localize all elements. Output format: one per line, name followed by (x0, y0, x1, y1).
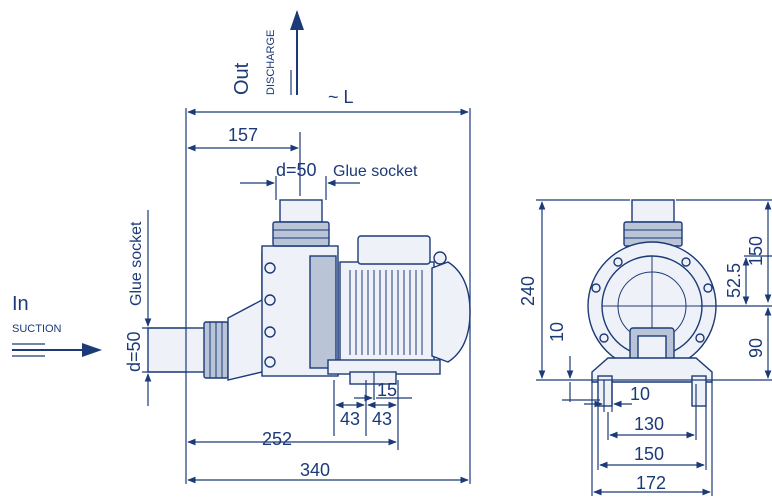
d50-left-label: d=50 (124, 331, 144, 372)
glue-socket-top-label: Glue socket (333, 163, 418, 180)
dim-150-vertical: 150 (746, 236, 766, 266)
glue-socket-left-label: Glue socket (128, 221, 145, 306)
in-label: In (12, 293, 29, 315)
suction-flow-arrow (12, 343, 102, 357)
side-view-dimension-lines (142, 108, 471, 484)
dim-172: 172 (636, 473, 666, 493)
dim-90: 90 (746, 338, 766, 358)
dim-252: 252 (262, 429, 292, 449)
dim-157: 157 (228, 125, 258, 145)
d50-top-label: d=50 (276, 160, 317, 180)
length-label: ~ L (328, 87, 354, 107)
dim-10-vertical: 10 (547, 322, 567, 342)
dim-43a: 43 (340, 409, 360, 429)
dim-15: 15 (377, 380, 397, 400)
pump-front-view (587, 199, 717, 407)
dim-130: 130 (634, 414, 664, 434)
dim-52-5: 52.5 (724, 263, 744, 298)
dim-10-horizontal: 10 (630, 384, 650, 404)
dim-150-horizontal: 150 (634, 444, 664, 464)
dim-340: 340 (300, 460, 330, 480)
pump-side-view (147, 199, 471, 385)
front-view-dimension-lines (536, 199, 772, 496)
discharge-flow-arrow (290, 10, 304, 95)
suction-label: SUCTION (12, 323, 62, 335)
dim-43b: 43 (372, 409, 392, 429)
discharge-label: DISCHARGE (265, 30, 277, 95)
dim-240: 240 (518, 276, 538, 306)
out-label: Out (231, 62, 253, 95)
